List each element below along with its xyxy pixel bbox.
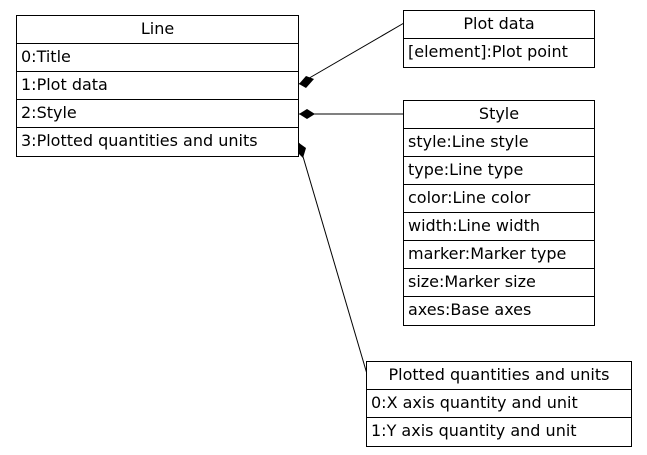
class-plot-data: Plot data [element]:Plot point [403, 10, 595, 68]
composition-diamond-plot-data [299, 76, 314, 88]
class-plotted-quantities: Plotted quantities and units 0:X axis qu… [366, 361, 632, 447]
class-style: Style style:Line style type:Line type co… [403, 100, 595, 326]
class-style-field-width: width:Line width [404, 213, 594, 241]
composition-line-quantities [298, 142, 368, 375]
class-line-field-plot-data: 1:Plot data [17, 72, 298, 100]
class-style-field-color: color:Line color [404, 185, 594, 213]
composition-diamond-style [299, 109, 315, 119]
class-style-field-marker: marker:Marker type [404, 241, 594, 269]
class-plot-data-title: Plot data [404, 11, 594, 39]
class-style-field-type: type:Line type [404, 157, 594, 185]
class-plotted-quantities-title: Plotted quantities and units [367, 362, 631, 390]
class-plot-data-field-element: [element]:Plot point [408, 42, 568, 61]
class-style-field-axes: axes:Base axes [408, 300, 532, 319]
class-line-field-style: 2:Style [17, 100, 298, 128]
class-line-title: Line [17, 16, 298, 44]
class-line-field-title: 0:Title [17, 44, 298, 72]
class-style-title: Style [404, 101, 594, 129]
composition-diamond-quantities [297, 143, 306, 158]
composition-line-plot-data [298, 22, 405, 85]
class-plotted-quantities-field-y: 1:Y axis quantity and unit [371, 421, 577, 440]
class-line-field-quantities: 3:Plotted quantities and units [21, 131, 258, 150]
class-line: Line 0:Title 1:Plot data 2:Style 3:Plott… [16, 15, 299, 157]
class-style-field-style: style:Line style [404, 129, 594, 157]
class-style-field-size: size:Marker size [404, 269, 594, 297]
class-plotted-quantities-field-x: 0:X axis quantity and unit [367, 390, 631, 418]
